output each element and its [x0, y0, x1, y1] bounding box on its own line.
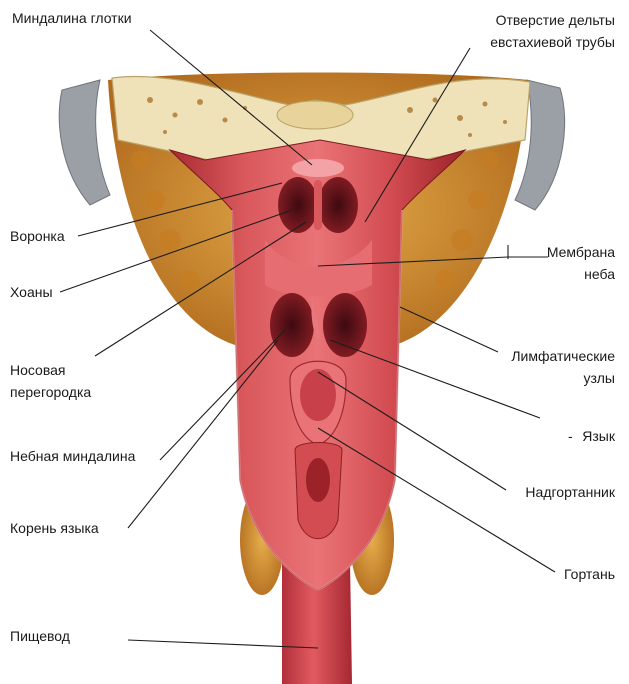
label-esophagus: Пищевод: [10, 628, 70, 645]
choanae: [278, 177, 358, 233]
label-pharyngeal-tonsil: Миндалина глотки: [12, 10, 132, 27]
label-lymph-nodes-line2: узлы: [584, 370, 616, 387]
label-choanae: Хоаны: [10, 284, 53, 301]
pharyngeal-tonsil: [292, 159, 344, 177]
label-funnel: Воронка: [10, 228, 65, 245]
cartilage-left: [59, 80, 110, 205]
label-palatine-tonsil: Небная миндалина: [10, 448, 135, 465]
label-eustachian-opening-line1: Отверстие дельты: [496, 12, 615, 29]
label-tongue-root: Корень языка: [10, 520, 99, 537]
label-nasal-septum-line1: Носовая: [10, 362, 66, 379]
larynx: [295, 443, 342, 539]
label-tongue: Язык: [582, 428, 615, 445]
label-eustachian-opening-line2: евстахиевой трубы: [490, 34, 615, 51]
label-epiglottis: Надгортанник: [525, 484, 615, 501]
label-larynx: Гортань: [564, 566, 615, 583]
label-lymph-nodes-line1: Лимфатические: [511, 348, 615, 365]
label-soft-palate-line1: Мембрана: [547, 244, 615, 261]
label-nasal-septum-line2: перегородка: [10, 384, 91, 401]
label-soft-palate-line2: неба: [584, 266, 615, 283]
label-tongue-dash: -: [568, 428, 573, 445]
